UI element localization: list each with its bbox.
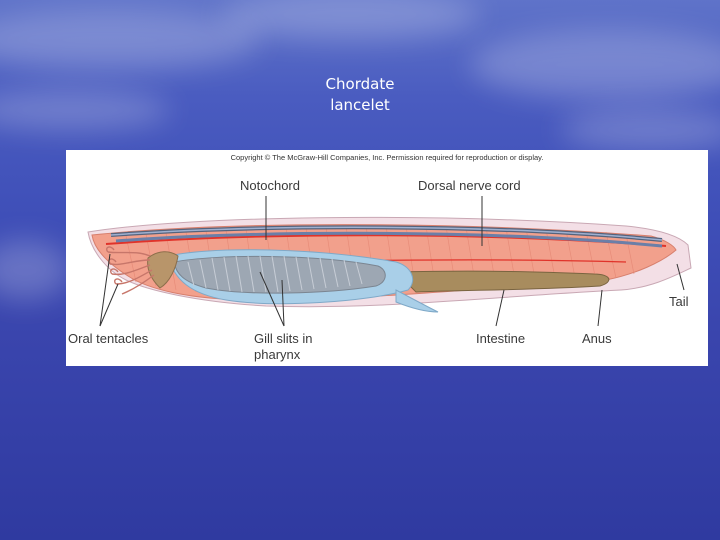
gill-slit-lines [187, 255, 363, 293]
background-cloud [560, 110, 720, 150]
label-notochord: Notochord [240, 178, 300, 193]
label-dorsal-nerve-cord: Dorsal nerve cord [418, 178, 521, 193]
label-intestine: Intestine [476, 331, 526, 346]
gill-slit-region [173, 255, 386, 294]
leader-gill-slits-2 [281, 279, 285, 327]
background-cloud [470, 30, 720, 100]
label-tail: Tail [669, 294, 689, 309]
atriopore-tail [395, 289, 439, 313]
background-cloud [0, 90, 170, 130]
label-anus: Anus [582, 331, 612, 346]
label-gill-slits-line-1: Gill slits in [254, 331, 313, 346]
label-gill-slits-line-2: pharynx [254, 347, 301, 362]
leader-anus [597, 289, 603, 327]
leader-intestine [495, 289, 505, 327]
notochord-shape [115, 231, 663, 248]
slide-title-line-1: Chordate [325, 75, 395, 93]
background-cloud [220, 0, 480, 40]
background-cloud [0, 240, 70, 300]
leader-gill-slits-1 [259, 271, 285, 327]
copyright-notice: Copyright © The McGraw-Hill Companies, I… [230, 153, 544, 162]
leader-oral-tentacles-1 [99, 253, 111, 327]
oral-tentacles-shape [105, 246, 155, 295]
buccal-hood [147, 251, 179, 289]
label-oral-tentacles: Oral tentacles [68, 331, 149, 346]
leader-tail [676, 263, 685, 291]
slide-title-line-2: lancelet [330, 96, 390, 114]
lancelet-diagram: Copyright © The McGraw-Hill Companies, I… [66, 150, 708, 366]
leader-lines [99, 196, 685, 327]
slide-title: Chordate lancelet [0, 74, 720, 116]
intestine-shape [394, 270, 610, 293]
background-cloud [0, 10, 260, 70]
lancelet-illustration [87, 196, 692, 327]
leader-oral-tentacles-2 [99, 283, 119, 327]
